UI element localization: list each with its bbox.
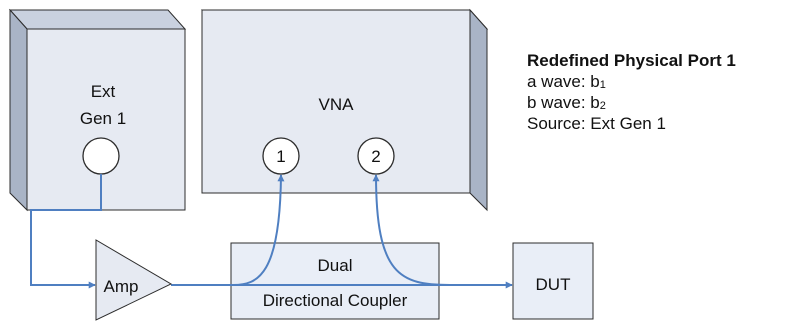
vna-port-1	[262, 137, 300, 175]
coupler-body	[230, 242, 440, 320]
wire-coupler-to-port2	[372, 174, 451, 286]
signal-wires	[30, 174, 513, 289]
ext-gen-label-line1: Ext	[91, 82, 116, 101]
vna-box-side	[469, 8, 488, 212]
a-wave-text: a wave: b	[527, 72, 600, 91]
port-info-title: Redefined Physical Port 1	[527, 51, 736, 70]
b-wave-subscript: 2	[599, 100, 606, 112]
ext-gen-label-line2: Gen 1	[80, 109, 126, 128]
vna-port-1-label: 1	[276, 147, 285, 166]
vna-label: VNA	[319, 95, 355, 114]
coupler-box: Dual Directional Coupler	[230, 242, 440, 320]
vna-box-front	[201, 9, 471, 194]
ext-gen-box-front	[26, 28, 186, 211]
wire-gen-to-amp	[30, 174, 102, 289]
ext-gen-box-side	[9, 8, 28, 212]
vna-box: VNA 1 2	[200, 8, 489, 212]
dut-label: DUT	[536, 275, 571, 294]
source-line: Source: Ext Gen 1	[527, 114, 666, 133]
a-wave-line: a wave: b1	[527, 71, 782, 92]
ext-gen-box: Ext Gen 1	[8, 8, 187, 212]
coupler-label-line1: Dual	[318, 256, 353, 275]
dut-box: DUT	[512, 242, 594, 320]
ext-gen-output-port	[82, 137, 120, 175]
ext-gen-box-top	[8, 9, 187, 30]
b-wave-text: b wave: b	[527, 93, 600, 112]
port-info-panel: Redefined Physical Port 1 a wave: b1 b w…	[527, 50, 782, 134]
dut-body	[512, 242, 594, 320]
amp-block: Amp	[95, 239, 173, 321]
amp-label: Amp	[104, 277, 139, 296]
wire-coupler-to-port1	[232, 174, 285, 286]
vna-port-2	[357, 137, 395, 175]
a-wave-subscript: 1	[599, 79, 606, 91]
b-wave-line: b wave: b2	[527, 92, 782, 113]
coupler-label-line2: Directional Coupler	[263, 291, 408, 310]
vna-port-2-label: 2	[371, 147, 380, 166]
amp-triangle	[95, 239, 173, 321]
